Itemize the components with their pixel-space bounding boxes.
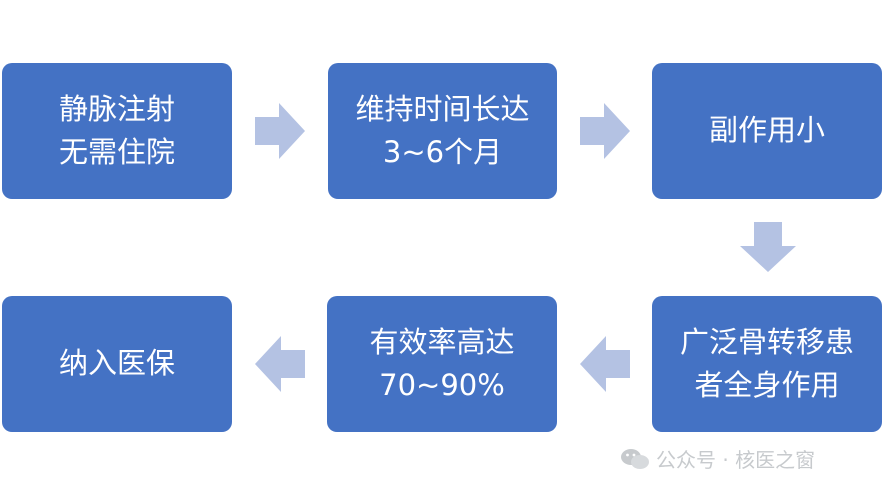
flow-step-duration: 维持时间长达 3~6个月 [328,63,557,199]
step-line: 无需住院 [58,135,175,169]
step-line: 70~90% [379,368,505,402]
watermark: 公众号 · 核医之窗 [620,444,815,473]
flow-step-bone-metastasis: 广泛骨转移患 者全身作用 [652,296,882,432]
step-line: 维持时间长达 [355,91,530,126]
wechat-icon [621,448,649,469]
step-line: 广泛骨转移患 [679,324,854,359]
step-line: 纳入医保 [58,346,175,381]
step-line: 静脉注射 [58,91,175,126]
watermark-text: 公众号 · 核医之窗 [656,448,816,472]
flow-step-efficacy: 有效率高达 70~90% [327,296,557,432]
arrow-down-icon [740,222,796,272]
arrow-left-icon [255,336,305,392]
arrow-right-icon [580,103,630,159]
step-line: 有效率高达 [369,324,515,359]
arrow-right-icon [255,103,305,159]
step-line: 者全身作用 [694,368,840,402]
step-line: 3~6个月 [382,135,503,169]
step-line: 副作用小 [708,113,825,148]
flow-step-few-side-effects: 副作用小 [652,63,882,199]
arrow-left-icon [580,336,630,392]
flow-step-iv-injection: 静脉注射 无需住院 [2,63,232,199]
flow-step-insurance: 纳入医保 [2,296,232,432]
